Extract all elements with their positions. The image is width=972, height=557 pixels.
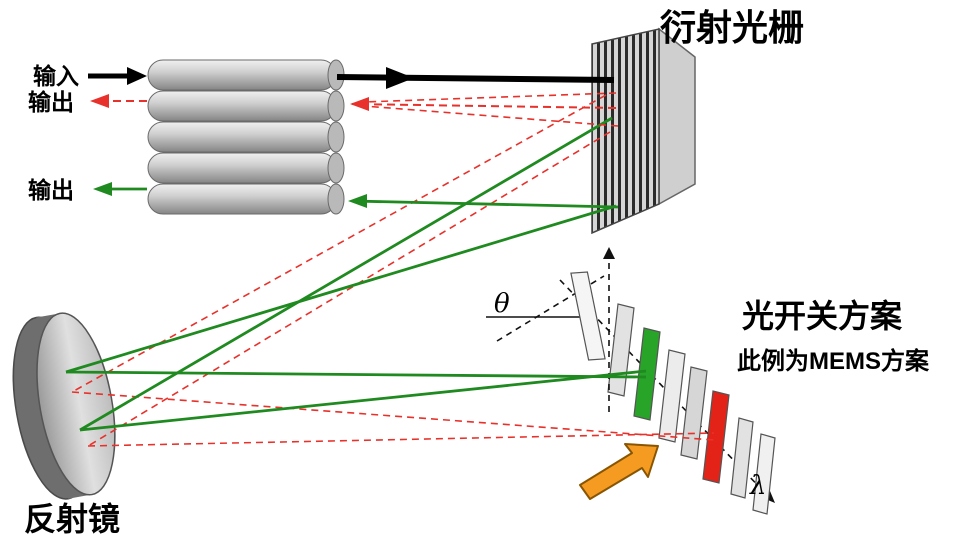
fiber	[147, 59, 337, 91]
mems-plate-red	[702, 390, 730, 484]
mems-plate-green	[633, 327, 661, 421]
fiber-bundle	[147, 59, 345, 215]
beam-green-grating-to-mirror-1	[79, 116, 613, 432]
mems-mirror-array	[570, 271, 776, 515]
mirror-face	[36, 312, 116, 496]
lambda-label: λ	[749, 471, 766, 501]
beam-red-mirror-to-mems-2	[87, 432, 715, 447]
beam-input-arrowhead-mid	[386, 67, 414, 89]
output-bottom-label: 输出	[28, 177, 74, 203]
mems-plate	[730, 417, 754, 499]
fiber	[147, 90, 337, 122]
fiber	[147, 152, 337, 184]
beam-green-mirror-to-mems-2	[79, 369, 647, 432]
output-top-label: 输出	[28, 89, 74, 115]
fiber	[147, 121, 337, 153]
beam-green-output-arrowhead	[93, 182, 112, 196]
mems-plate-tilted	[570, 271, 606, 361]
beam-red-grating-to-mirror-2	[87, 131, 611, 447]
beam-green-return-arrowhead	[348, 194, 367, 208]
diffraction-grating	[591, 27, 696, 235]
beam-input-arrowhead-left	[127, 67, 147, 85]
switch-title: 光开关方案	[742, 298, 903, 334]
beam-red-return-fan-1	[363, 92, 617, 103]
input-label: 输入	[33, 63, 79, 89]
fiber-end-cap	[327, 183, 345, 215]
beam-input-main	[336, 74, 615, 83]
theta-label: θ	[494, 289, 510, 319]
fiber-end-cap	[327, 152, 345, 184]
mems-plate	[752, 433, 776, 515]
vertical-reference-arrowhead	[603, 247, 615, 259]
beam-green-mirror-to-mems-1	[65, 370, 647, 379]
fiber-end-cap	[327, 121, 345, 153]
fiber-end-cap	[327, 90, 345, 122]
beam-red-return-fan-2	[363, 105, 619, 127]
beam-red-return-arrowhead	[350, 97, 369, 111]
grating-label: 衍射光栅	[660, 7, 804, 48]
concave-mirror	[12, 312, 116, 500]
mems-plate	[607, 303, 635, 397]
fiber	[147, 183, 337, 215]
beam-red-mirror-to-mems-1	[71, 391, 715, 441]
mems-plate	[680, 366, 708, 460]
grating-side-face	[658, 27, 696, 206]
beam-green-grating-to-mirror-2	[65, 204, 617, 374]
beam-red-return-main	[351, 103, 617, 109]
beam-red-output-arrowhead	[90, 94, 109, 108]
mirror-label: 反射镜	[24, 501, 120, 537]
beam-green-return-main	[351, 199, 619, 209]
switch-subtitle: 此例为MEMS方案	[737, 347, 930, 375]
mems-plate	[658, 349, 686, 443]
grating-front-face	[591, 28, 660, 235]
pointer-arrow	[579, 443, 659, 500]
